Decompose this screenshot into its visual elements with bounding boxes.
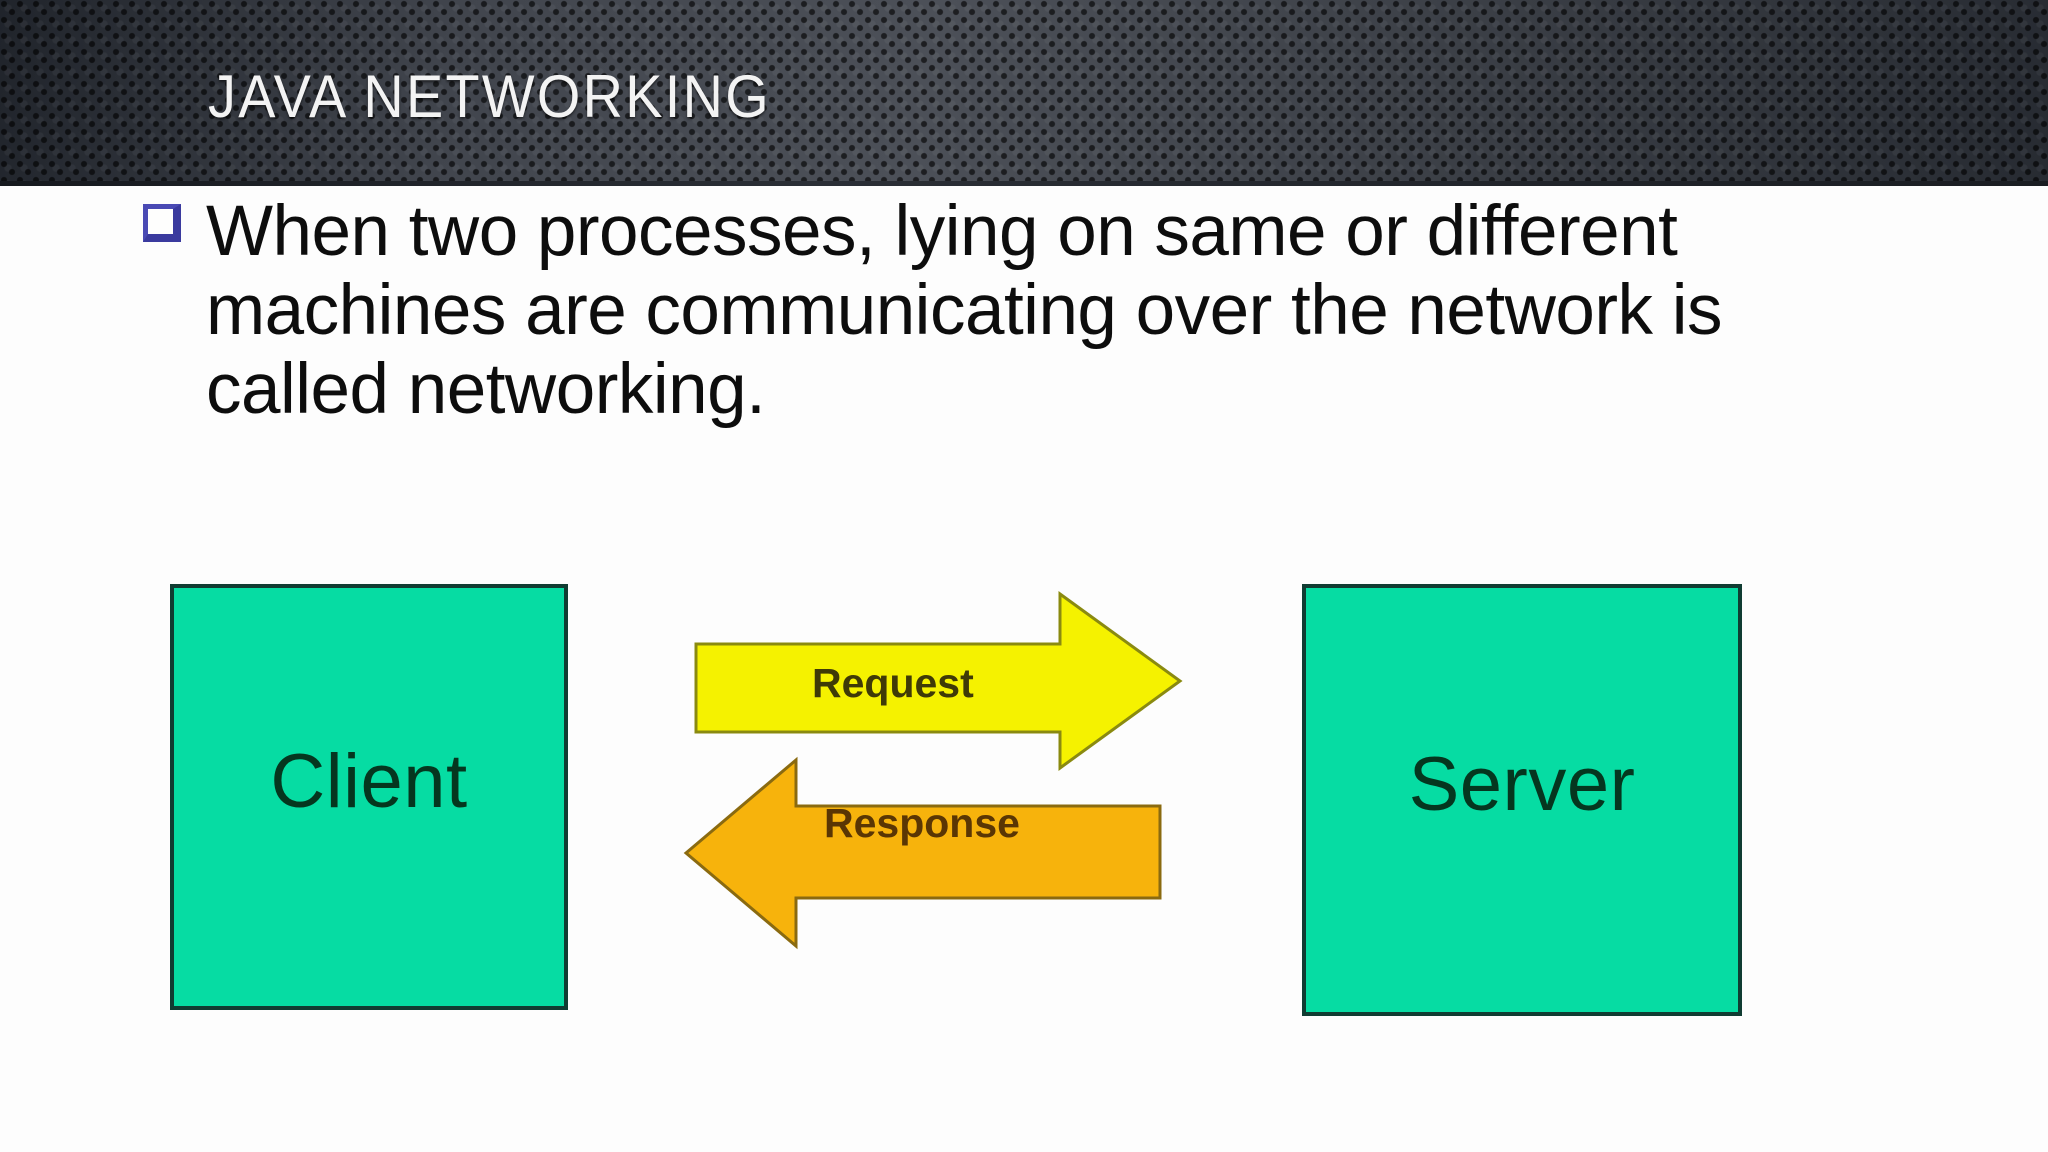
server-node[interactable]: Server — [1302, 584, 1742, 1016]
slide-body: When two processes, lying on same or dif… — [140, 192, 1900, 429]
slide-title-bar: JAVA NETWORKING — [0, 0, 2048, 186]
request-arrow-shape — [694, 591, 1183, 771]
server-node-label: Server — [1408, 741, 1636, 827]
square-outline-bullet-icon — [143, 204, 181, 242]
page-title: JAVA NETWORKING — [208, 63, 771, 130]
request-arrow[interactable] — [688, 586, 1188, 776]
client-node[interactable]: Client — [170, 584, 568, 1010]
response-arrow-shape — [683, 756, 1162, 950]
client-node-label: Client — [270, 738, 468, 824]
bullet-list-item: When two processes, lying on same or dif… — [140, 192, 1900, 429]
response-arrow[interactable] — [678, 748, 1168, 958]
bullet-item-text: When two processes, lying on same or dif… — [206, 192, 1723, 429]
